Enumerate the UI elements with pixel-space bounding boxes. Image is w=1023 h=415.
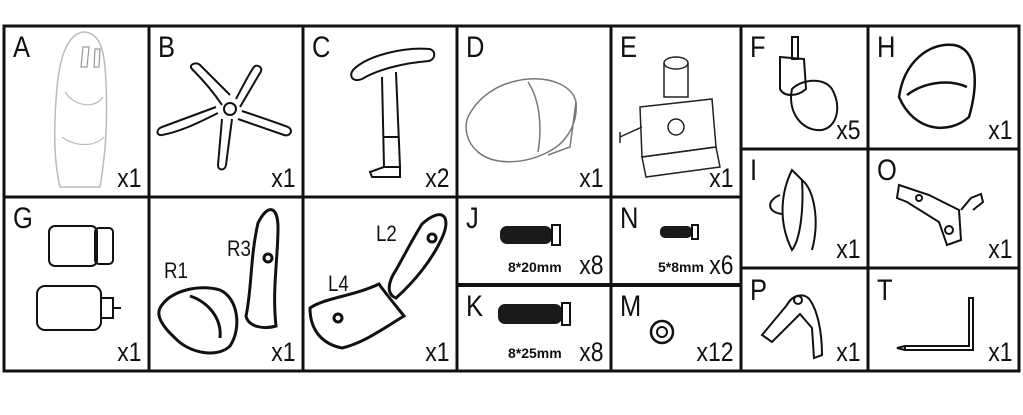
part-cell-k: K 8*25mm x8: [458, 286, 610, 370]
part-qty-o: x1: [988, 234, 1013, 264]
part-letter-f: F: [750, 31, 766, 64]
part-qty-m: x12: [696, 337, 734, 367]
part-size-j: 8*20mm: [508, 259, 562, 275]
part-cell-n: N 5*8mm x6: [612, 198, 740, 283]
part-qty-i: x1: [836, 234, 861, 264]
part-cell-r: R1 R3 x1: [150, 198, 302, 370]
part-qty-r: x1: [271, 337, 296, 367]
part-qty-c: x2: [425, 163, 450, 193]
part-qty-k: x8: [579, 337, 604, 367]
part-letter-j: J: [466, 202, 479, 235]
part-letter-b: B: [158, 31, 176, 64]
part-letter-d: D: [466, 31, 485, 64]
part-cell-m: M x12: [612, 286, 740, 370]
part-letter-o: O: [877, 154, 897, 187]
part-letter-p: P: [750, 274, 768, 307]
part-cell-o: O x1: [869, 150, 1019, 267]
part-letter-c: C: [312, 31, 331, 64]
part-cell-f: F x5: [742, 27, 867, 148]
part-label-l2: L2: [376, 221, 397, 246]
part-label-l4: L4: [328, 271, 349, 296]
part-letter-a: A: [13, 31, 31, 64]
part-letter-e: E: [620, 31, 638, 64]
part-label-r3: R3: [227, 236, 251, 261]
part-letter-n: N: [620, 202, 639, 235]
part-cell-h: H x1: [869, 27, 1019, 148]
part-label-r1: R1: [164, 258, 188, 283]
part-letter-g: G: [13, 202, 33, 235]
part-cell-g: G x1: [5, 198, 148, 370]
part-cell-l: L4 L2 x1: [304, 198, 456, 370]
part-cell-j: J 8*20mm x8: [458, 198, 610, 283]
part-qty-a: x1: [117, 163, 142, 193]
part-cell-p: P x1: [742, 270, 867, 370]
part-cell-b: B x1: [150, 27, 302, 196]
part-size-k: 8*25mm: [508, 345, 562, 361]
part-letter-t: T: [877, 274, 893, 307]
part-qty-f: x5: [836, 115, 861, 145]
part-cell-c: C x2: [304, 27, 456, 196]
part-size-n: 5*8mm: [658, 259, 704, 275]
part-letter-h: H: [877, 31, 896, 64]
part-cell-t: T x1: [869, 270, 1019, 370]
part-cell-a: A x1: [5, 27, 148, 196]
part-letter-i: I: [750, 154, 758, 187]
part-letter-k: K: [466, 290, 484, 323]
part-cell-e: E x1: [612, 27, 740, 196]
part-qty-t: x1: [988, 337, 1013, 367]
part-qty-p: x1: [836, 337, 861, 367]
part-qty-n: x6: [709, 250, 734, 280]
part-qty-b: x1: [271, 163, 296, 193]
part-qty-e: x1: [709, 163, 734, 193]
part-qty-l: x1: [425, 337, 450, 367]
part-cell-i: I x1: [742, 150, 867, 267]
part-letter-m: M: [620, 290, 642, 323]
part-qty-j: x8: [579, 250, 604, 280]
part-qty-h: x1: [988, 115, 1013, 145]
part-cell-d: D x1: [458, 27, 610, 196]
part-qty-d: x1: [579, 163, 604, 193]
part-qty-g: x1: [117, 337, 142, 367]
